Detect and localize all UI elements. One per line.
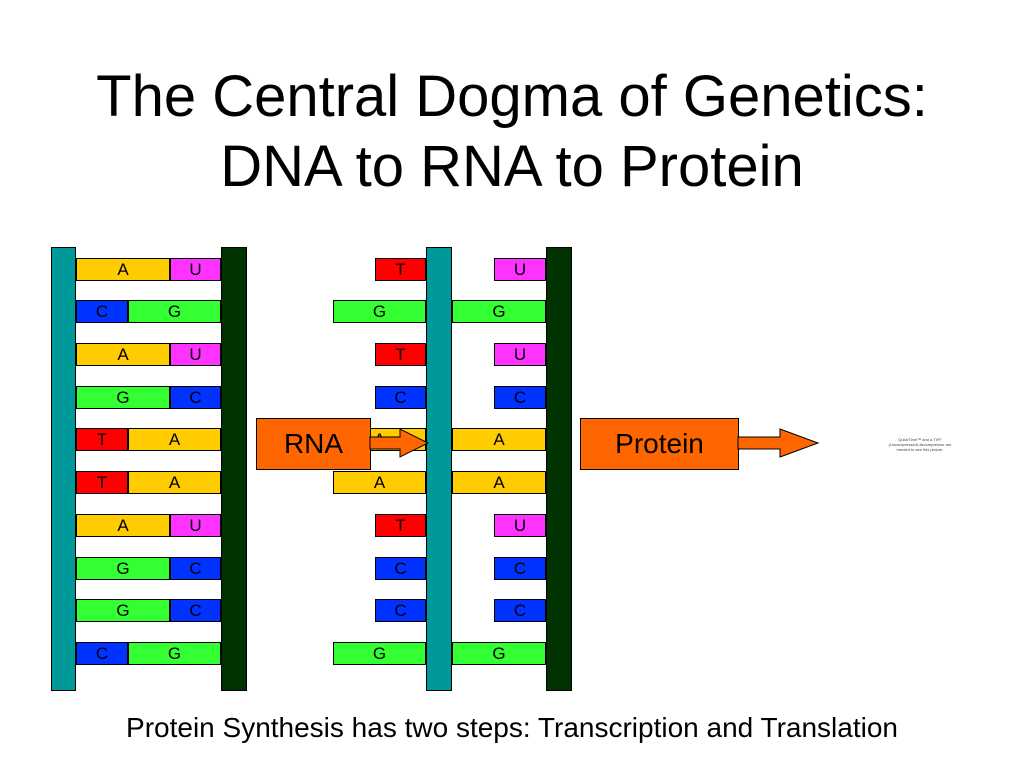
missing-picture-placeholder: QuickTime™ and a TIFF (Uncompressed) dec…	[888, 437, 952, 452]
panel1-right-uracil-base: U	[170, 343, 221, 366]
rna-backbone-strand	[221, 247, 247, 691]
panel1-left-adenine-base: A	[76, 343, 170, 366]
panel2-right-uracil-base: U	[494, 343, 546, 366]
rna-label-box: RNA	[256, 418, 371, 470]
title-line-1: The Central Dogma of Genetics:	[96, 64, 928, 129]
panel1-right-adenine-base: A	[128, 471, 221, 494]
panel2-right-cytosine-base: C	[494, 386, 546, 409]
panel2-left-thymine-base: T	[375, 343, 426, 366]
panel2-right-cytosine-base: C	[494, 557, 546, 580]
panel2-right-uracil-base: U	[494, 514, 546, 537]
panel1-right-uracil-base: U	[170, 514, 221, 537]
panel2-right-guanine-base: G	[452, 300, 546, 323]
protein-label-box: Protein	[580, 418, 739, 470]
dna-template-strand	[51, 247, 76, 691]
dna-middle-strand	[426, 247, 452, 691]
transcription-arrow-shape	[369, 428, 430, 458]
panel1-left-adenine-base: A	[76, 258, 170, 281]
panel1-left-guanine-base: G	[76, 599, 170, 622]
panel2-right-adenine-base: A	[452, 428, 546, 451]
panel2-left-guanine-base: G	[333, 300, 426, 323]
panel2-left-cytosine-base: C	[375, 599, 426, 622]
panel1-right-cytosine-base: C	[170, 557, 221, 580]
panel1-right-cytosine-base: C	[170, 386, 221, 409]
panel2-right-cytosine-base: C	[494, 599, 546, 622]
panel2-left-thymine-base: T	[375, 258, 426, 281]
panel1-left-guanine-base: G	[76, 386, 170, 409]
translation-arrow-shape	[737, 428, 820, 458]
panel1-right-guanine-base: G	[128, 300, 221, 323]
panel2-left-cytosine-base: C	[375, 386, 426, 409]
rna-strand-right	[546, 247, 572, 691]
panel1-left-adenine-base: A	[76, 514, 170, 537]
panel1-left-cytosine-base: C	[76, 300, 128, 323]
panel2-left-adenine-base: A	[333, 471, 426, 494]
transcription-arrow	[369, 428, 430, 458]
translation-arrow	[737, 428, 820, 458]
panel1-right-guanine-base: G	[128, 642, 221, 665]
panel2-right-guanine-base: G	[452, 642, 546, 665]
slide-title: The Central Dogma of Genetics: DNA to RN…	[0, 62, 1024, 202]
panel1-left-thymine-base: T	[76, 428, 128, 451]
panel2-left-thymine-base: T	[375, 514, 426, 537]
panel1-left-guanine-base: G	[76, 557, 170, 580]
panel1-right-cytosine-base: C	[170, 599, 221, 622]
slide-caption: Protein Synthesis has two steps: Transcr…	[126, 712, 898, 743]
panel1-right-uracil-base: U	[170, 258, 221, 281]
rna-label: RNA	[283, 428, 344, 459]
title-line-2: DNA to RNA to Protein	[220, 134, 804, 199]
panel1-left-cytosine-base: C	[76, 642, 128, 665]
panel2-right-uracil-base: U	[494, 258, 546, 281]
panel1-left-thymine-base: T	[76, 471, 128, 494]
panel2-right-adenine-base: A	[452, 471, 546, 494]
panel2-left-guanine-base: G	[333, 642, 426, 665]
panel2-left-cytosine-base: C	[375, 557, 426, 580]
panel1-right-adenine-base: A	[128, 428, 221, 451]
protein-label: Protein	[615, 428, 704, 459]
